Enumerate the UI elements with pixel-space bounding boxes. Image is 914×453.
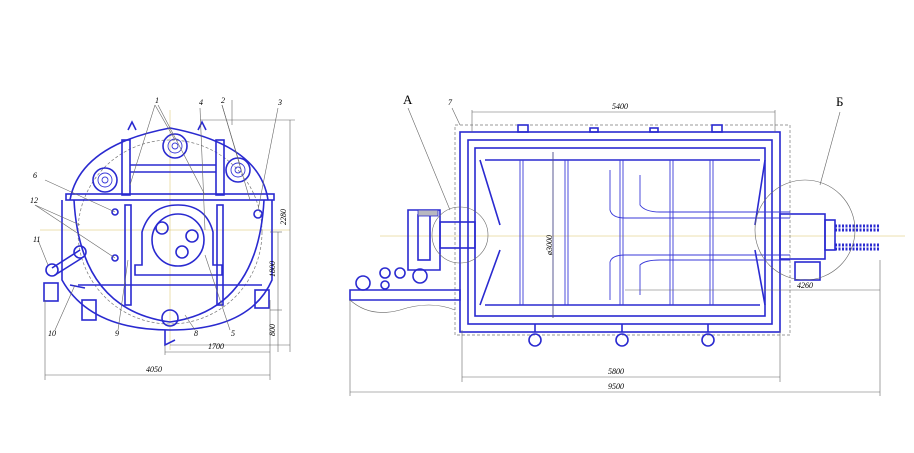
callout-10: 10 — [48, 329, 56, 338]
dim-5800: 5800 — [608, 367, 624, 376]
dim-4050: 4050 — [146, 365, 162, 374]
dim-1800: 1800 — [268, 261, 277, 277]
callout-3: 3 — [278, 98, 282, 107]
front-view — [34, 100, 295, 380]
callout-1: 1 — [155, 96, 159, 105]
dim-5400: 5400 — [612, 102, 628, 111]
callout-4: 4 — [199, 98, 203, 107]
callout-2: 2 — [221, 96, 225, 105]
callout-8: 8 — [194, 329, 198, 338]
section-mark-b: Б — [836, 94, 844, 109]
dim-4260: 4260 — [797, 281, 813, 290]
callout-6: 6 — [33, 171, 37, 180]
section-view — [349, 107, 905, 396]
callout-11: 11 — [33, 235, 41, 244]
callout-5: 5 — [231, 329, 235, 338]
dim-800: 800 — [268, 324, 277, 336]
callout-7: 7 — [448, 98, 452, 107]
dim-1700: 1700 — [208, 342, 224, 351]
dim-diameter: ø3000 — [545, 235, 554, 255]
callout-9: 9 — [115, 329, 119, 338]
dim-9500: 9500 — [608, 382, 624, 391]
callout-12: 12 — [30, 196, 38, 205]
dim-2280: 2280 — [279, 209, 288, 225]
section-mark-a: А — [403, 92, 413, 107]
